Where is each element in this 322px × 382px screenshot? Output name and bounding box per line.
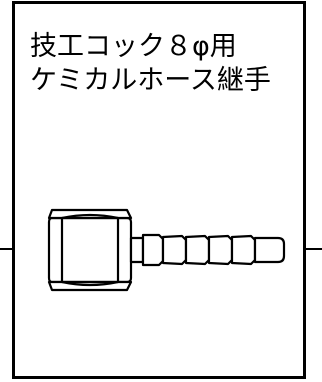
barb-3 xyxy=(184,234,211,266)
barb-1 xyxy=(141,233,165,267)
title-line-2: ケミカルホース継手 xyxy=(30,65,271,96)
hex-arc-top xyxy=(61,213,119,220)
hex-arc-bottom xyxy=(61,280,119,287)
barb-2 xyxy=(161,234,188,266)
barb-4 xyxy=(207,234,234,266)
product-card xyxy=(12,1,306,379)
product-title: 技工コック８φ用 ケミカルホース継手 xyxy=(30,30,271,98)
barb-5 xyxy=(230,234,257,266)
barb-tip xyxy=(253,236,286,264)
neck xyxy=(129,236,145,264)
title-line-1: 技工コック８φ用 xyxy=(30,31,237,62)
